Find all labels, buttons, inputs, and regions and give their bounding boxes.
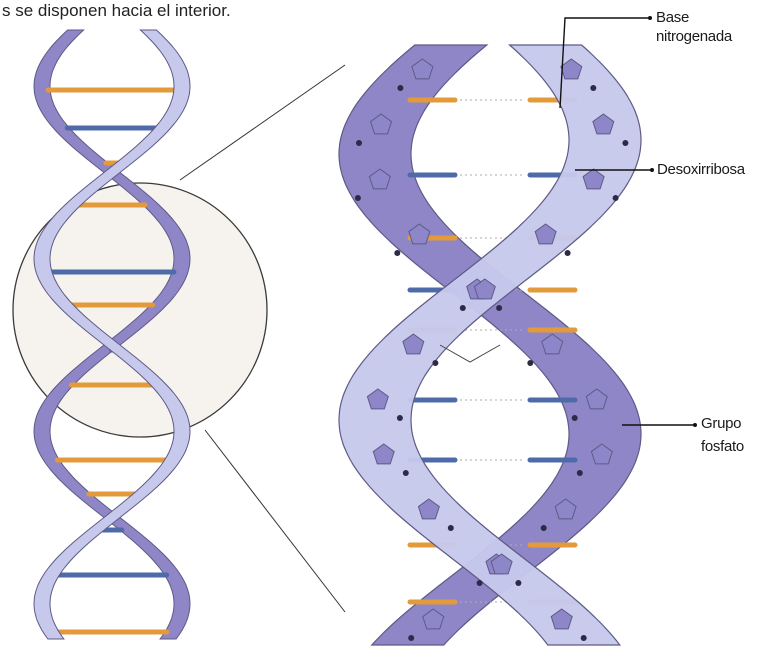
leader-base-dot (648, 16, 652, 20)
leader-desoxirribosa-dot (650, 168, 654, 172)
phosphate-dot (397, 85, 403, 91)
phosphate-dot (448, 525, 454, 531)
phosphate-dot (477, 580, 483, 586)
label-base-nitrogenada: Base nitrogenada (656, 8, 732, 46)
phosphate-dot (403, 470, 409, 476)
phosphate-dot (565, 250, 571, 256)
phosphate-dot (496, 305, 502, 311)
phosphate-dot (577, 470, 583, 476)
label-grupo-fosfato: Grupo fosfato (701, 414, 744, 456)
phosphate-dot (581, 635, 587, 641)
zoom-line-bottom (205, 430, 345, 612)
phosphate-dot (408, 635, 414, 641)
phosphate-dot (590, 85, 596, 91)
zoom-line-top (180, 65, 345, 180)
phosphate-dot (397, 415, 403, 421)
phosphate-dot (527, 360, 533, 366)
bond-indicator (440, 345, 500, 362)
phosphate-dot (432, 360, 438, 366)
phosphate-dot (572, 415, 578, 421)
enlarged-helix (339, 45, 641, 645)
phosphate-dot (460, 305, 466, 311)
phosphate-dot (613, 195, 619, 201)
phosphate-dot (515, 580, 521, 586)
label-desoxirribosa: Desoxirribosa (657, 160, 745, 179)
phosphate-dot (355, 195, 361, 201)
phosphate-dot (622, 140, 628, 146)
leader-grupo-dot (693, 423, 697, 427)
phosphate-dot (394, 250, 400, 256)
phosphate-dot (541, 525, 547, 531)
phosphate-dot (356, 140, 362, 146)
